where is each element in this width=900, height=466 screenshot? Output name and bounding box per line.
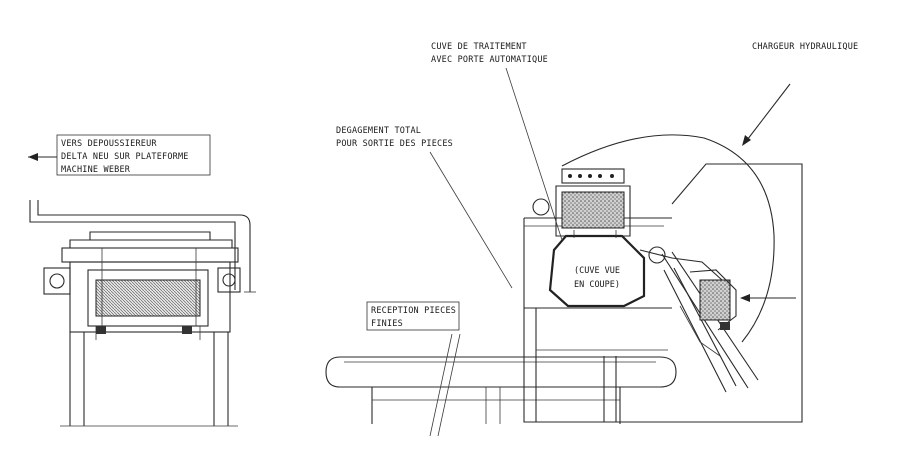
- label-chargeur-line1: CHARGEUR HYDRAULIQUE: [752, 42, 858, 52]
- label-degagement-line2: POUR SORTIE DES PIECES: [336, 139, 453, 149]
- label-vers-depoussiereur-line3: MACHINE WEBER: [61, 165, 131, 175]
- label-vers-depoussiereur-line2: DELTA NEU SUR PLATEFORME: [61, 152, 189, 162]
- hydraulic-loader: [639, 246, 759, 393]
- label-reception-line1: RECEPTION PIECES: [371, 306, 456, 316]
- label-cuve-traitement-line2: AVEC PORTE AUTOMATIQUE: [431, 55, 548, 65]
- label-degagement: DEGAGEMENT TOTAL POUR SORTIE DES PIECES: [336, 126, 513, 289]
- label-cuve-traitement: CUVE DE TRAITEMENT AVEC PORTE AUTOMATIQU…: [431, 42, 563, 241]
- label-cuve-vue: (CUVE VUE EN COUPE): [574, 266, 620, 290]
- arrow-left-icon: [28, 153, 57, 161]
- label-degagement-line1: DEGAGEMENT TOTAL: [336, 126, 421, 136]
- left-drum: [95, 279, 201, 317]
- arrow-in-icon: [740, 294, 796, 302]
- label-cuve-traitement-line1: CUVE DE TRAITEMENT: [431, 42, 527, 52]
- label-reception: RECEPTION PIECES FINIES: [366, 301, 460, 331]
- label-reception-line2: FINIES: [371, 319, 403, 329]
- label-chargeur: CHARGEUR HYDRAULIQUE: [742, 42, 858, 146]
- left-machine: [29, 200, 256, 427]
- label-cuve-vue-line2: EN COUPE): [574, 280, 620, 290]
- loader-arc: [561, 134, 775, 343]
- label-vers-depoussiereur: VERS DEPOUSSIEREUR DELTA NEU SUR PLATEFO…: [56, 134, 211, 176]
- label-cuve-vue-line1: (CUVE VUE: [574, 266, 620, 276]
- treatment-tank: [548, 168, 646, 308]
- label-vers-depoussiereur-line1: VERS DEPOUSSIEREUR: [61, 139, 157, 149]
- reception-conveyor: [325, 333, 677, 437]
- pulley-icon: [532, 198, 550, 216]
